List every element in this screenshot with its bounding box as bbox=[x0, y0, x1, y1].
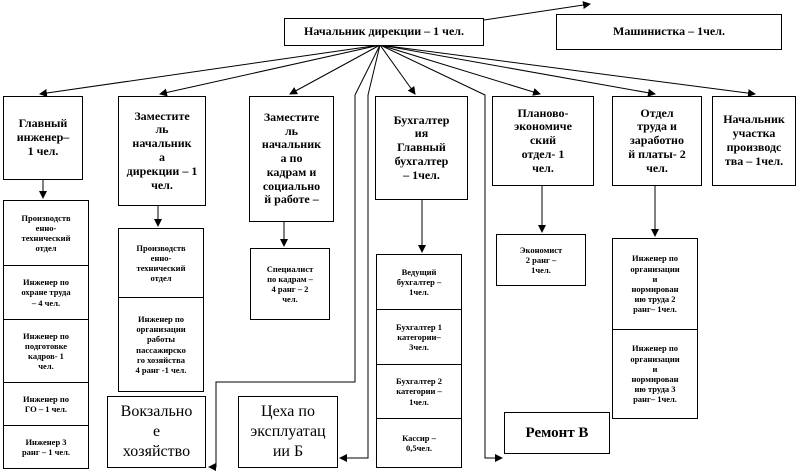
staff-label: Кассир – 0,5чел. bbox=[402, 432, 436, 453]
planning-box: Планово- экономиче ский отдел- 1 чел. bbox=[492, 96, 594, 186]
staff-box: Инженер по организации и нормирован ию т… bbox=[612, 238, 698, 330]
arrow-to-station bbox=[208, 44, 381, 471]
staff-box: Инженер по подготовке кадров- 1 чел. bbox=[3, 319, 89, 383]
staff-label: Инженер по подготовке кадров- 1 чел. bbox=[22, 330, 69, 372]
workshops-box: Цеха по эксплуатац ии Б bbox=[238, 396, 338, 468]
staff-box: Инженер по организации и нормирован ию т… bbox=[612, 329, 698, 419]
arrow-to-chief-engineer bbox=[39, 44, 381, 97]
staff-box: Производств енно- технический отдел bbox=[118, 228, 204, 298]
chief-engineer-box: Главный инженер– 1 чел. bbox=[3, 96, 83, 180]
staff-label: Инженер по организации и нормирован ию т… bbox=[630, 343, 680, 405]
staff-box: Ведущий бухгалтер – 1чел. bbox=[376, 254, 462, 310]
chief-engineer-label: Главный инженер– 1 чел. bbox=[16, 116, 70, 158]
staff-label: Инженер по организации работы пассажирск… bbox=[135, 313, 187, 375]
arrow-to-deputy-hr bbox=[289, 44, 381, 95]
arrow-to-labor bbox=[379, 44, 656, 97]
production-label: Начальник участка производс тва – 1чел. bbox=[723, 112, 785, 168]
typist-box: Машинистка – 1чел. bbox=[556, 14, 782, 50]
staff-box: Инженер по ГО – 1 чел. bbox=[3, 382, 89, 426]
typist-label: Машинистка – 1чел. bbox=[613, 24, 725, 39]
arrow-to-production bbox=[379, 44, 756, 98]
deputy-director-label: Заместите ль начальник а дирекции – 1 че… bbox=[126, 108, 198, 192]
staff-label: Инженер 3 ранг – 1 чел. bbox=[21, 436, 71, 457]
director-box: Начальник дирекции – 1 чел. bbox=[284, 18, 484, 46]
staff-label: Инженер по организации и нормирован ию т… bbox=[630, 253, 680, 315]
planning-label: Планово- экономиче ский отдел- 1 чел. bbox=[514, 105, 572, 175]
workshops-label: Цеха по эксплуатац ии Б bbox=[250, 403, 326, 460]
station-box: Вокзально е хозяйство bbox=[107, 396, 206, 468]
arrow-to-planning bbox=[379, 44, 541, 96]
staff-box: Инженер по охране труда – 4 чел. bbox=[3, 265, 89, 320]
deputy-hr-box: Заместите ль начальник а по кадрам и соц… bbox=[249, 96, 334, 222]
staff-box: Экономист 2 ранг – 1чел. bbox=[496, 234, 586, 286]
staff-box: Производств енно- технический отдел bbox=[3, 200, 89, 266]
arrow-to-repair bbox=[379, 44, 503, 462]
staff-label: Экономист 2 ранг – 1чел. bbox=[519, 244, 563, 276]
staff-box: Бухгалтер 2 категории – 1чел. bbox=[376, 364, 462, 419]
repair-box: Ремонт В bbox=[504, 412, 610, 454]
staff-box: Бухгалтер 1 категории– 3чел. bbox=[376, 309, 462, 365]
arrow-to-accounting bbox=[379, 44, 416, 95]
staff-label: Инженер по ГО – 1 чел. bbox=[22, 393, 69, 414]
staff-label: Ведущий бухгалтер – 1чел. bbox=[396, 266, 442, 298]
accounting-box: Бухгалтер ия Главный бухгалтер – 1чел. bbox=[375, 96, 468, 200]
arrow-to-deputy-director bbox=[159, 44, 381, 97]
staff-label: Бухгалтер 2 категории – 1чел. bbox=[396, 376, 442, 407]
arrow-to-workshops bbox=[339, 44, 381, 462]
labor-label: Отдел труда и заработно й платы- 2 чел. bbox=[628, 105, 686, 175]
arrow-to-typist bbox=[483, 1, 591, 21]
labor-box: Отдел труда и заработно й платы- 2 чел. bbox=[612, 96, 702, 186]
staff-label: Производств енно- технический отдел bbox=[136, 242, 186, 284]
staff-label: Инженер по охране труда – 4 чел. bbox=[21, 277, 71, 308]
station-label: Вокзально е хозяйство bbox=[120, 403, 193, 460]
staff-label: Производств енно- технический отдел bbox=[21, 212, 71, 254]
repair-label: Ремонт В bbox=[525, 424, 589, 441]
deputy-director-box: Заместите ль начальник а дирекции – 1 че… bbox=[118, 96, 206, 206]
staff-label: Специалист по кадрам – 4 ранг – 2 чел. bbox=[266, 263, 314, 305]
staff-box: Инженер по организации работы пассажирск… bbox=[118, 297, 204, 392]
deputy-hr-label: Заместите ль начальник а по кадрам и соц… bbox=[261, 109, 322, 207]
director-label: Начальник дирекции – 1 чел. bbox=[303, 24, 464, 39]
staff-box: Кассир – 0,5чел. bbox=[376, 418, 462, 468]
staff-label: Бухгалтер 1 категории– 3чел. bbox=[396, 321, 442, 353]
staff-box: Инженер 3 ранг – 1 чел. bbox=[3, 425, 89, 469]
production-box: Начальник участка производс тва – 1чел. bbox=[712, 96, 796, 186]
staff-box: Специалист по кадрам – 4 ранг – 2 чел. bbox=[250, 248, 330, 320]
accounting-label: Бухгалтер ия Главный бухгалтер – 1чел. bbox=[393, 112, 450, 182]
